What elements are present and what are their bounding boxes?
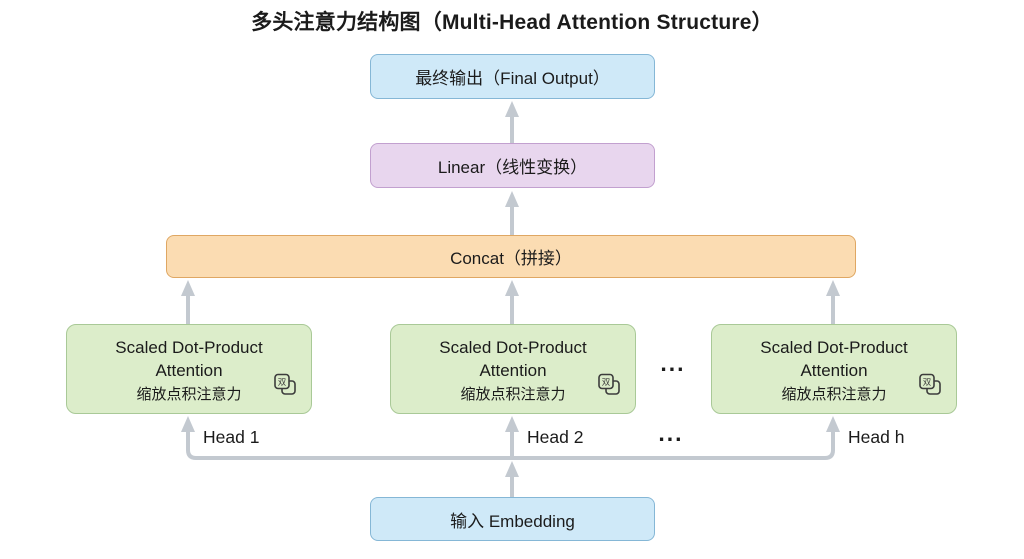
svg-text:双: 双 (602, 377, 611, 387)
translate-pages-icon: 双 (916, 372, 944, 403)
attention-label-zh: 缩放点积注意力 (781, 386, 887, 403)
attention-label-zh: 缩放点积注意力 (136, 386, 242, 403)
attention-node-headh: Scaled Dot-Product Attention 缩放点积注意力 双 (711, 324, 957, 414)
attention-node-head2: Scaled Dot-Product Attention 缩放点积注意力 双 (390, 324, 636, 414)
svg-text:双: 双 (278, 377, 287, 387)
arrow-head2-to-concat (505, 280, 519, 324)
attention-label-en: Attention (155, 361, 223, 380)
arrow-head1-to-concat (181, 280, 195, 324)
translate-pages-icon: 双 (595, 372, 623, 403)
arrow-linear-to-output (505, 101, 519, 143)
arrow-concat-to-linear (505, 191, 519, 235)
head-1-label: Head 1 (203, 427, 260, 447)
translate-pages-icon: 双 (271, 372, 299, 403)
attention-node-head1: Scaled Dot-Product Attention 缩放点积注意力 双 (66, 324, 312, 414)
attention-label-en: Attention (800, 361, 868, 380)
branch-connector (181, 416, 840, 460)
concat-node: Concat（拼接） (166, 235, 856, 278)
attention-label-en: Scaled Dot-Product (439, 338, 587, 357)
head-row-ellipsis: ... (658, 420, 684, 446)
diagram-title: 多头注意力结构图（Multi-Head Attention Structure） (251, 11, 773, 34)
attention-label-en: Scaled Dot-Product (115, 338, 263, 357)
final-output-node: 最终输出（Final Output） (370, 54, 655, 99)
attention-row-ellipsis: ... (660, 350, 686, 376)
attention-label-zh: 缩放点积注意力 (460, 386, 566, 403)
input-embedding-node: 输入 Embedding (370, 497, 655, 541)
arrow-input-to-branch (505, 461, 519, 497)
attention-label-en: Attention (479, 361, 547, 380)
linear-node: Linear（线性变换） (370, 143, 655, 188)
svg-text:双: 双 (923, 377, 932, 387)
arrow-headh-to-concat (826, 280, 840, 324)
attention-label-en: Scaled Dot-Product (760, 338, 908, 357)
head-2-label: Head 2 (527, 427, 584, 447)
head-h-label: Head h (848, 427, 905, 447)
